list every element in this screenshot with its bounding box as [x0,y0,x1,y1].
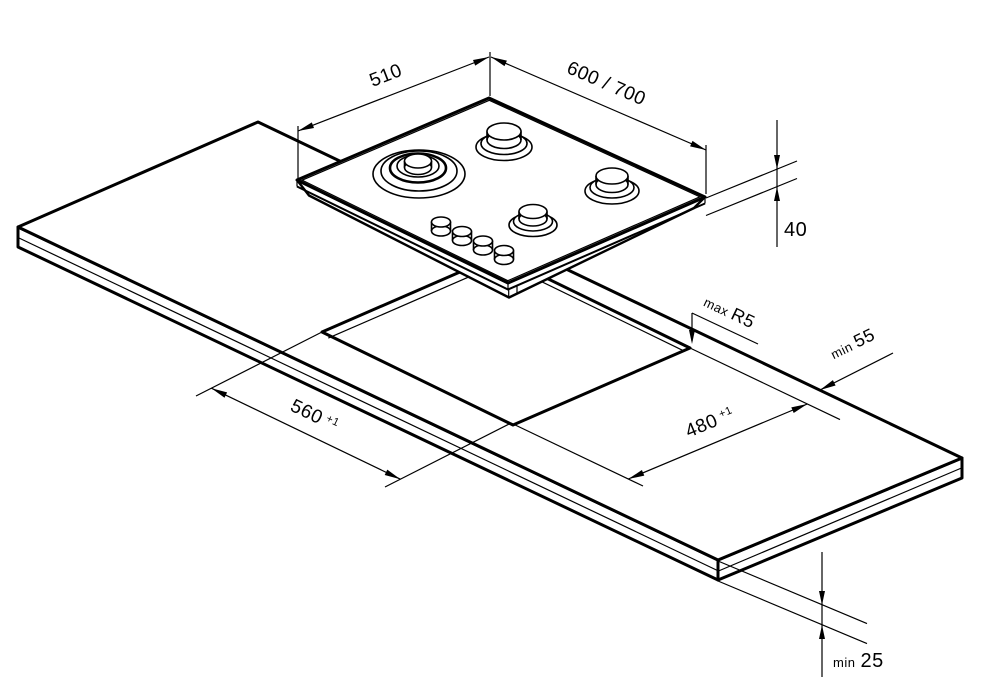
worktop-edge-round-left [18,237,719,572]
dimension-line [628,403,808,480]
arrowhead [384,469,401,480]
arrowhead [774,187,780,201]
dimension-line [490,56,707,151]
dim-hob-height: 40 [705,120,807,247]
extension-line [510,422,644,487]
burner-cap-top [518,203,548,220]
burner-cap-top [595,167,629,185]
extension-line [384,422,512,488]
dim-cutout-width: 560+1 [195,331,512,488]
extension-line [717,580,868,645]
burner-cap-top [486,122,522,141]
knob [451,225,473,247]
arrowhead [819,591,825,605]
arrowhead [473,57,489,66]
hob-top-panel [295,96,707,285]
arrowhead [819,625,825,639]
extension-line [717,560,868,625]
leader-line [691,312,759,345]
hob [295,96,707,299]
dim-rear-clearance-label: min55 [827,324,878,363]
dim-rear-clearance: min55 [819,324,894,391]
dim-hob-height-label: 40 [784,219,807,241]
knob [493,244,515,266]
control-knobs [430,216,515,266]
arrowhead [211,388,228,398]
arrowhead [628,470,645,479]
knob [430,216,452,237]
arrowhead [820,380,836,390]
extension-line [195,331,323,397]
burner-small-right [584,167,640,205]
dim-cutout-width-label: 560+1 [287,396,342,437]
extension-line [705,177,798,217]
dimension-line [211,387,401,480]
arrowhead [791,404,808,413]
arrowhead [491,57,507,67]
burner-cap-top [403,153,433,169]
dimension-line [297,56,490,132]
dim-hob-depth-label: 510 [367,60,406,92]
hob-panel-inner-edge [300,99,702,282]
arrowhead [689,330,695,344]
burner-large [372,149,466,199]
knob [472,235,494,256]
dim-hob-width-label: 600 / 700 [564,58,649,111]
burner-small-back [475,122,533,162]
arrowhead [298,122,314,131]
arrowhead [690,140,706,150]
burner-small-front [508,203,558,238]
dim-corner-radius-label: maxR5 [701,291,758,332]
arrowhead [774,155,780,169]
extension-line [705,160,798,199]
worktop-edge-round-right [718,467,962,572]
extension-line [689,347,841,421]
